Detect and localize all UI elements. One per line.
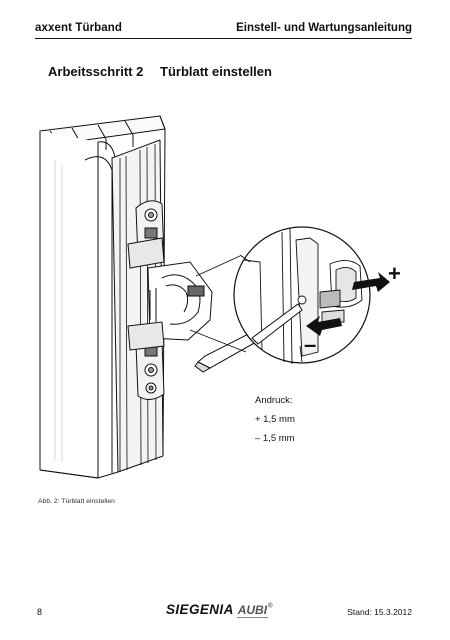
hinge-lower-plate: [135, 338, 165, 400]
brand-name: SIEGENIA: [166, 602, 234, 617]
header-rule: [35, 38, 412, 39]
minus-sign: –: [304, 332, 316, 357]
document-product-title: axxent Türband: [35, 22, 123, 34]
andruck-legend: Andruck: + 1,5 mm – 1,5 mm: [255, 391, 295, 448]
brand-registered-mark: ®: [268, 603, 273, 610]
magnified-detail-view: [233, 226, 390, 365]
step-title: Türblatt einstellen: [160, 64, 272, 79]
step-label: Arbeitsschritt 2: [48, 64, 144, 79]
document-type-title: Einstell- und Wartungsanleitung: [236, 22, 412, 34]
andruck-minus-value: – 1,5 mm: [255, 433, 295, 444]
page-number: 8: [37, 607, 43, 617]
plus-sign: +: [388, 261, 401, 286]
figure-caption: Abb. 2: Türblatt einstellen: [38, 498, 115, 505]
document-date: Stand: 15.3.2012: [347, 607, 412, 617]
plus-direction-arrow: [352, 272, 390, 292]
hinge-body: [127, 237, 213, 351]
andruck-plus-value: + 1,5 mm: [255, 414, 295, 425]
frame-front-face: [39, 131, 99, 479]
minus-direction-arrow: [306, 316, 342, 336]
brand-sub-name: AUBI: [236, 603, 269, 618]
andruck-title: Andruck:: [255, 395, 293, 406]
